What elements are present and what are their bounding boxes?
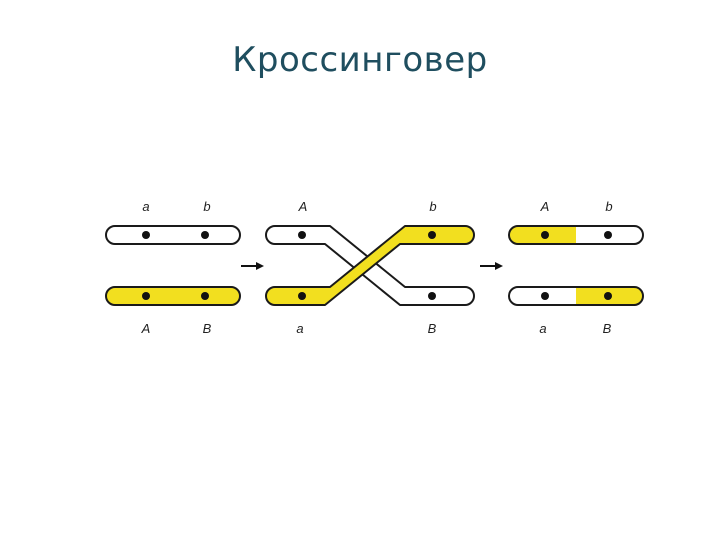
gene-locus-b	[428, 231, 436, 239]
gene-locus-A	[142, 292, 150, 300]
arrow-right-icon	[241, 262, 264, 270]
gene-locus-a	[541, 292, 549, 300]
slide-title: Кроссинговер	[232, 40, 488, 80]
label-bottom-2: B	[428, 321, 437, 336]
chromosome-bottom-yellow	[105, 286, 241, 306]
gene-locus-a	[142, 231, 150, 239]
gene-locus-B	[604, 292, 612, 300]
gene-locus-B	[428, 292, 436, 300]
label-top-1: A	[540, 199, 550, 214]
chromatid-yellow-crossing	[265, 225, 475, 306]
label-top-2: b	[203, 199, 210, 214]
label-bottom-1: A	[141, 321, 151, 336]
label-bottom-1: a	[539, 321, 546, 336]
recombinant-chromosome-top	[508, 225, 644, 245]
label-bottom-1: a	[296, 321, 303, 336]
stage-before: a b A B	[105, 199, 241, 336]
label-top-2: b	[605, 199, 612, 214]
label-top-1: a	[142, 199, 149, 214]
arrow-right-icon	[480, 262, 503, 270]
recombinant-chromosome-bottom	[508, 286, 644, 306]
label-bottom-2: B	[603, 321, 612, 336]
gene-locus-b	[604, 231, 612, 239]
gene-locus-b	[201, 231, 209, 239]
stage-after: A b a B	[508, 199, 644, 336]
label-top-1: A	[298, 199, 308, 214]
gene-locus-A	[298, 231, 306, 239]
label-top-2: b	[429, 199, 436, 214]
chromosome-top-white	[105, 225, 241, 245]
gene-locus-A	[541, 231, 549, 239]
gene-locus-B	[201, 292, 209, 300]
label-bottom-2: B	[203, 321, 212, 336]
gene-locus-a	[298, 292, 306, 300]
stage-crossing: A b a B	[265, 199, 475, 336]
